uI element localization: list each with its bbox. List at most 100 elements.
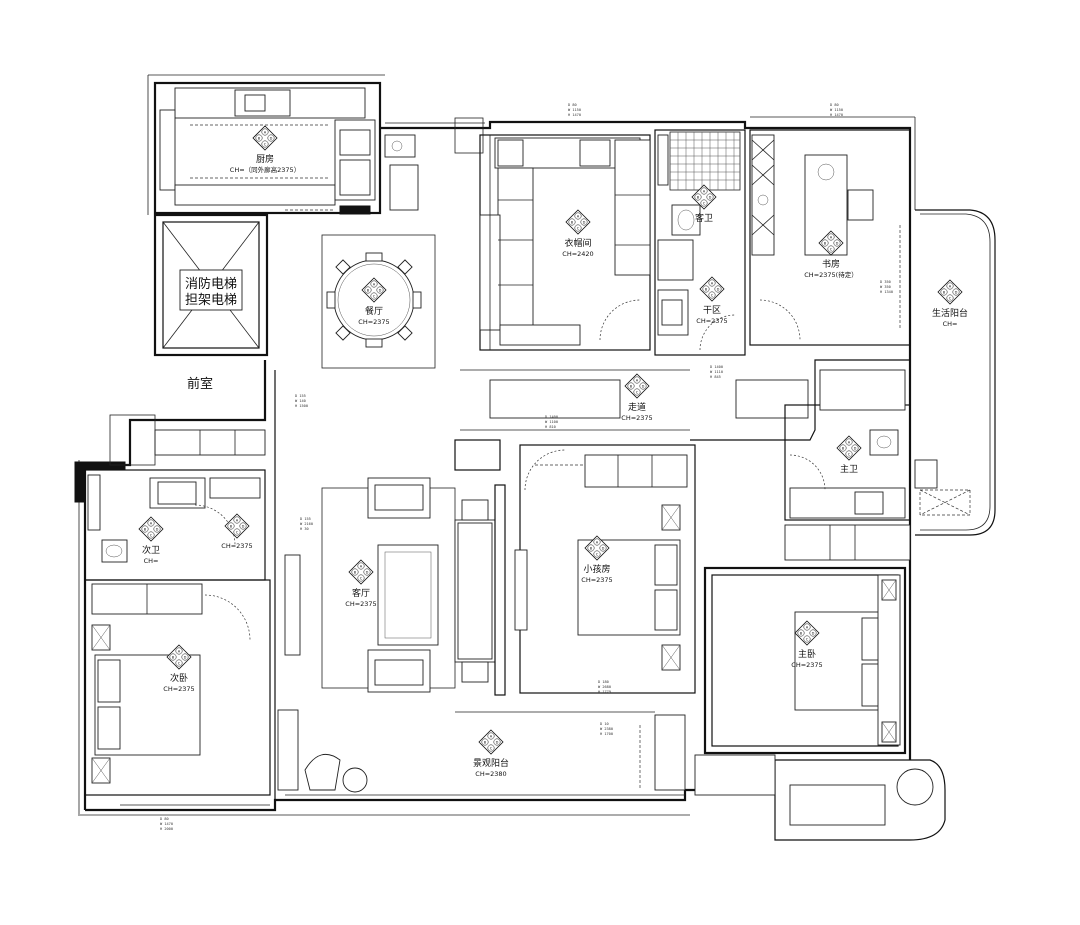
svg-text:D: D xyxy=(496,740,499,744)
svg-text:H 2000: H 2000 xyxy=(160,827,173,831)
svg-text:C: C xyxy=(703,201,706,205)
svg-text:D: D xyxy=(955,290,958,294)
room-ch-view-balcony: CH=2380 xyxy=(475,770,506,778)
svg-text:A: A xyxy=(636,378,639,382)
elevator-label-2: 担架电梯 xyxy=(185,293,237,308)
svg-text:C: C xyxy=(178,661,181,665)
room-name-dry-area: 干区 xyxy=(703,305,721,316)
living-room-furniture xyxy=(274,370,655,800)
svg-text:B: B xyxy=(697,195,700,199)
svg-text:D: D xyxy=(270,136,273,140)
svg-text:A: A xyxy=(178,649,181,653)
second-bath-furniture xyxy=(84,414,266,581)
svg-text:B: B xyxy=(484,740,487,744)
svg-text:W 1150: W 1150 xyxy=(830,108,843,112)
svg-text:A: A xyxy=(490,734,493,738)
svg-text:B: B xyxy=(258,136,261,140)
room-name-master-bedroom: 主卧 xyxy=(798,648,816,660)
svg-text:A: A xyxy=(711,281,714,285)
svg-text:C: C xyxy=(949,296,952,300)
svg-text:C: C xyxy=(373,294,376,298)
svg-text:C: C xyxy=(264,142,267,146)
svg-text:A: A xyxy=(264,130,267,134)
svg-text:D: D xyxy=(184,655,187,659)
svg-text:W 1470: W 1470 xyxy=(160,822,173,826)
room-name-corridor: 走道 xyxy=(628,401,646,413)
room-name-living-room: 客厅 xyxy=(352,587,370,599)
master-bedroom-furniture xyxy=(654,566,934,826)
svg-text:D: D xyxy=(854,446,857,450)
svg-text:D: D xyxy=(242,524,245,528)
svg-text:H 1500: H 1500 xyxy=(295,404,308,408)
svg-text:B: B xyxy=(172,655,175,659)
room-name-cloakroom: 衣帽间 xyxy=(564,237,591,249)
room-name-living-balcony: 生活阳台 xyxy=(932,307,968,319)
svg-text:C: C xyxy=(830,247,833,251)
svg-text:D: D xyxy=(583,220,586,224)
svg-text:D: D xyxy=(379,288,382,292)
room-ch-cloakroom: CH=2420 xyxy=(562,250,593,258)
svg-text:W 1110: W 1110 xyxy=(710,370,723,374)
svg-text:D: D xyxy=(602,546,605,550)
cloakroom-furniture xyxy=(454,117,651,351)
svg-text:D 80: D 80 xyxy=(160,817,169,821)
room-name-study: 书房 xyxy=(822,258,840,270)
svg-text:D: D xyxy=(812,631,815,635)
study-furniture xyxy=(749,129,911,346)
svg-text:C: C xyxy=(596,552,599,556)
svg-text:C: C xyxy=(636,390,639,394)
room-name-dining: 餐厅 xyxy=(365,305,383,317)
svg-text:D 80: D 80 xyxy=(830,103,839,107)
svg-text:H 1470: H 1470 xyxy=(830,113,843,117)
guest-wc-furniture xyxy=(654,129,746,356)
svg-text:B: B xyxy=(144,527,147,531)
svg-text:B: B xyxy=(705,287,708,291)
svg-text:A: A xyxy=(949,284,952,288)
room-ch-master-bedroom: CH=2375 xyxy=(791,661,822,669)
svg-text:B: B xyxy=(590,546,593,550)
svg-text:W 2160: W 2160 xyxy=(300,522,313,526)
room-ch-corridor: CH=2375 xyxy=(621,414,652,422)
svg-text:A: A xyxy=(806,625,809,629)
svg-text:D 1400: D 1400 xyxy=(710,365,723,369)
room-name-view-balcony: 景观阳台 xyxy=(473,757,509,769)
svg-text:B: B xyxy=(943,290,946,294)
svg-text:A: A xyxy=(830,235,833,239)
svg-text:D 80: D 80 xyxy=(568,103,577,107)
tile-grid xyxy=(670,132,740,190)
svg-text:D: D xyxy=(366,570,369,574)
svg-text:D 350: D 350 xyxy=(880,280,891,284)
svg-text:B: B xyxy=(800,631,803,635)
svg-text:B: B xyxy=(367,288,370,292)
svg-text:D 155: D 155 xyxy=(300,517,311,521)
svg-text:A: A xyxy=(373,282,376,286)
svg-text:C: C xyxy=(360,576,363,580)
svg-text:B: B xyxy=(571,220,574,224)
svg-text:B: B xyxy=(230,524,233,528)
svg-text:H 1779: H 1779 xyxy=(598,690,611,694)
room-name-second-bedroom: 次卧 xyxy=(170,672,188,684)
svg-text:D: D xyxy=(709,195,712,199)
svg-text:B: B xyxy=(824,241,827,245)
svg-text:B: B xyxy=(630,384,633,388)
svg-text:H 810: H 810 xyxy=(545,425,556,429)
svg-text:A: A xyxy=(703,189,706,193)
svg-text:D 155: D 155 xyxy=(295,394,306,398)
elevator-label-1: 消防电梯 xyxy=(185,276,237,292)
svg-text:C: C xyxy=(490,746,493,750)
svg-text:D: D xyxy=(717,287,720,291)
room-ch-second-bath-dry: CH=2375 xyxy=(221,542,252,550)
kitchen-furniture xyxy=(159,87,376,215)
